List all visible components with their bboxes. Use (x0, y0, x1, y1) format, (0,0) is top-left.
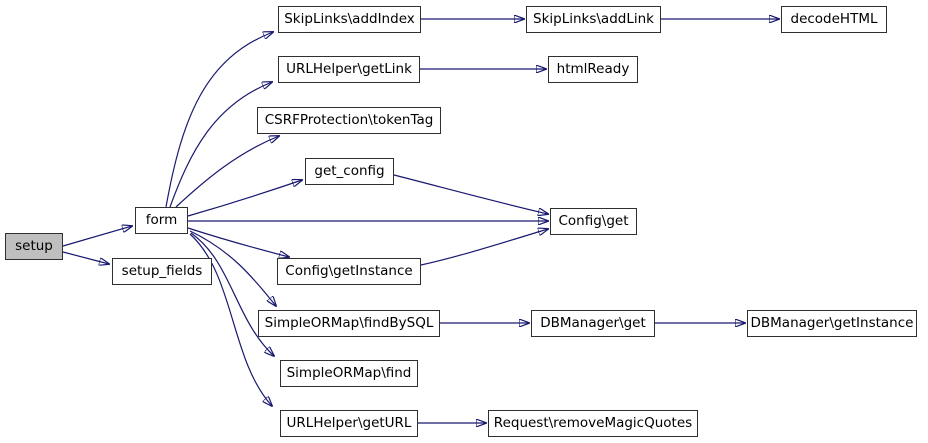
edge-form-config-getinstance (187, 227, 289, 257)
node-htmlready[interactable]: htmlReady (548, 56, 638, 83)
node-request-removemagicquotes-label: Request\removeMagicQuotes (493, 415, 693, 431)
edge-get-config-config-get (393, 174, 548, 214)
edge-form-skiplinks-addindex (165, 32, 273, 208)
node-simpleormap-findbysql-label: SimpleORMap\findBySQL (264, 315, 434, 331)
node-config-get[interactable]: Config\get (550, 208, 637, 235)
node-request-removemagicquotes[interactable]: Request\removeMagicQuotes (488, 410, 698, 437)
node-dbmanager-get[interactable]: DBManager\get (531, 310, 655, 337)
node-skiplinks-addindex[interactable]: SkipLinks\addIndex (278, 6, 421, 33)
node-simpleormap-find-label: SimpleORMap\find (286, 365, 412, 381)
node-skiplinks-addlink-label: SkipLinks\addLink (533, 11, 654, 27)
node-urlhelper-getlink-label: URLHelper\getLink (286, 61, 412, 77)
node-setup-label: setup (15, 238, 53, 254)
edge-form-csrfprotection-tokentag (175, 136, 279, 208)
node-dbmanager-getinstance-label: DBManager\getInstance (750, 315, 914, 331)
node-csrfprotection-tokentag[interactable]: CSRFProtection\tokenTag (257, 107, 441, 134)
edge-setup-form (62, 226, 132, 247)
node-setup: setup (5, 233, 63, 260)
edge-form-get-config (187, 180, 302, 217)
node-get-config-label: get_config (314, 163, 385, 179)
node-urlhelper-geturl[interactable]: URLHelper\getURL (280, 410, 418, 437)
edge-form-simpleormap-findbysql (189, 230, 276, 306)
node-simpleormap-findbysql[interactable]: SimpleORMap\findBySQL (258, 310, 440, 337)
node-skiplinks-addindex-label: SkipLinks\addIndex (284, 11, 415, 27)
edge-form-simpleormap-find (190, 232, 274, 356)
node-config-getinstance[interactable]: Config\getInstance (277, 258, 421, 285)
node-setup-fields-label: setup_fields (121, 263, 203, 279)
node-decodehtml-label: decodeHTML (790, 11, 878, 27)
edge-config-getinstance-config-get (420, 229, 548, 266)
node-get-config[interactable]: get_config (305, 158, 394, 185)
node-decodehtml[interactable]: decodeHTML (781, 6, 887, 33)
edge-setup-setup-fields (62, 251, 109, 264)
node-config-getinstance-label: Config\getInstance (285, 263, 413, 279)
node-dbmanager-get-label: DBManager\get (540, 315, 646, 331)
node-htmlready-label: htmlReady (556, 61, 630, 77)
edge-form-urlhelper-getlink (169, 82, 272, 208)
node-setup-fields[interactable]: setup_fields (112, 258, 212, 285)
node-form-label: form (145, 212, 178, 228)
edge-form-urlhelper-geturl (189, 233, 272, 406)
node-dbmanager-getinstance[interactable]: DBManager\getInstance (747, 310, 917, 337)
node-form[interactable]: form (135, 207, 188, 234)
node-urlhelper-getlink[interactable]: URLHelper\getLink (278, 56, 420, 83)
node-config-get-label: Config\get (558, 213, 629, 229)
node-skiplinks-addlink[interactable]: SkipLinks\addLink (526, 6, 661, 33)
node-simpleormap-find[interactable]: SimpleORMap\find (280, 360, 418, 387)
node-urlhelper-geturl-label: URLHelper\getURL (286, 415, 412, 431)
node-csrfprotection-tokentag-label: CSRFProtection\tokenTag (264, 112, 434, 128)
